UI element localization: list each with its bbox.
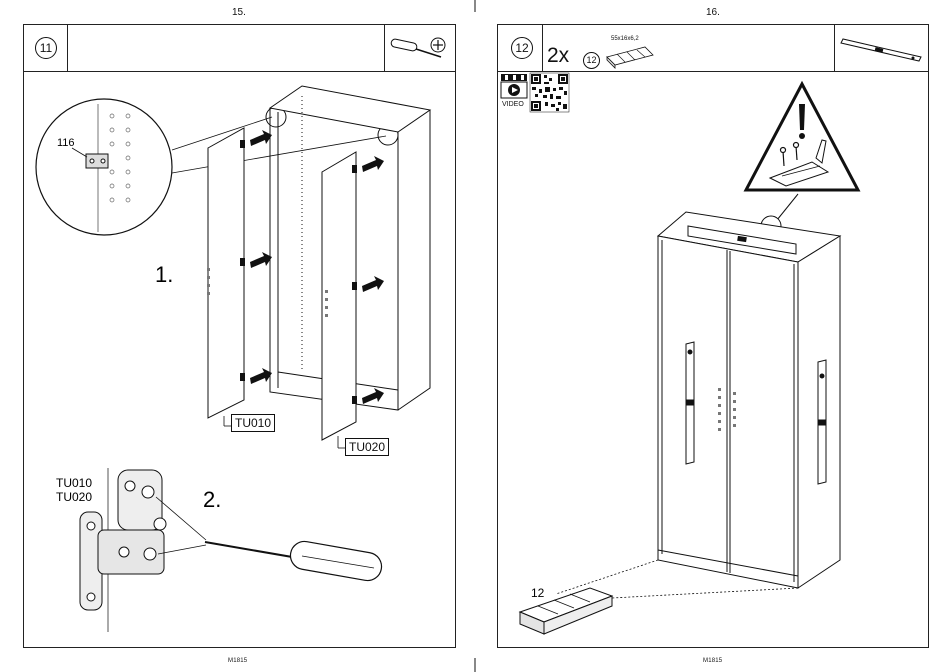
warning-triangle-icon [746,84,858,190]
wedge-part-number: 12 [531,586,545,600]
wardrobe-closed [658,212,840,588]
